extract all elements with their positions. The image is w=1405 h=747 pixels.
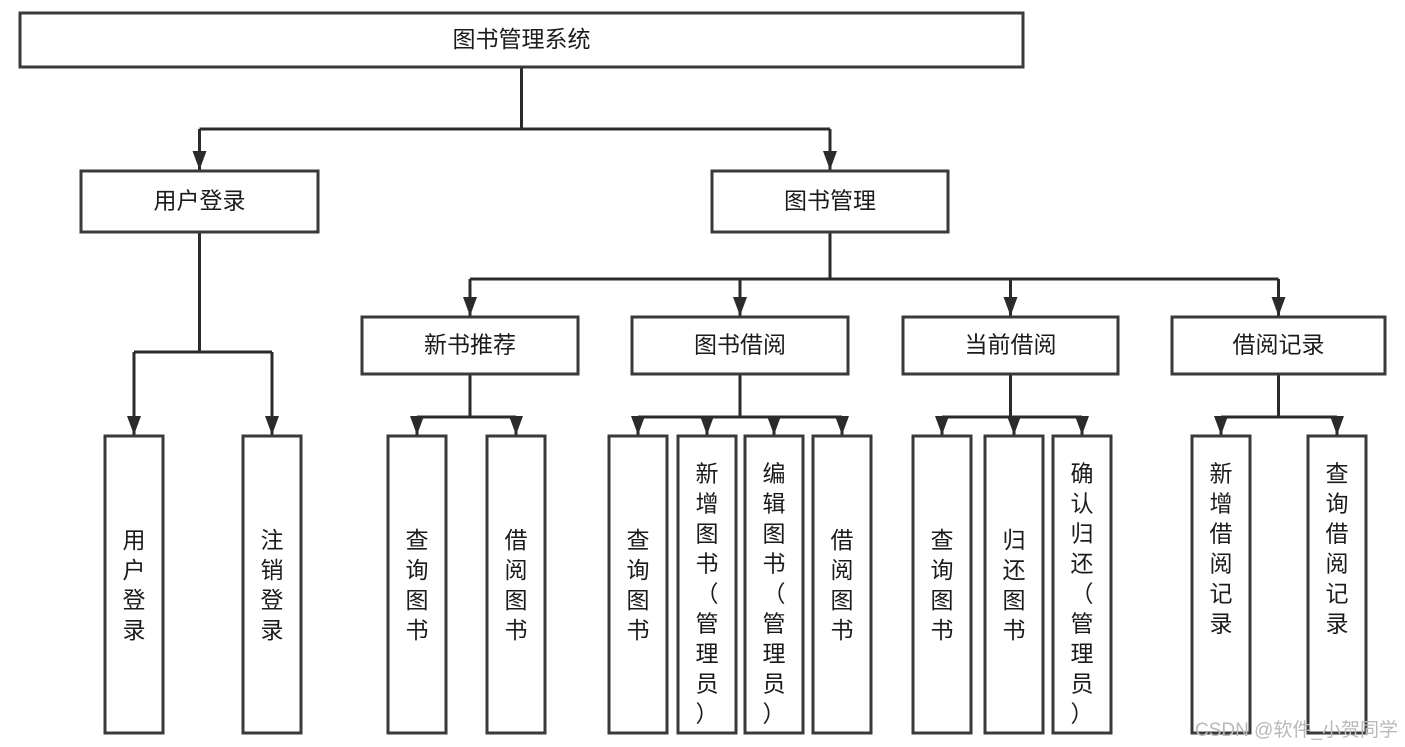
node-box[interactable] <box>1051 434 1113 735</box>
node-label: 用户登录 <box>123 527 146 643</box>
node-label: 确认归还（管理员） <box>1071 460 1094 726</box>
node-leaf-logout[interactable]: 注销登录 <box>241 434 303 735</box>
connector-group <box>127 232 279 435</box>
arrow-head-icon <box>767 416 781 435</box>
arrow-head-icon <box>463 297 477 316</box>
arrow-head-icon <box>733 297 747 316</box>
arrow-head-icon <box>1003 297 1018 316</box>
node-book-management[interactable]: 图书管理 <box>710 169 950 234</box>
node-box[interactable] <box>911 434 973 735</box>
arrow-head-icon <box>509 416 523 435</box>
node-label: 借阅图书 <box>505 527 528 643</box>
node-box[interactable] <box>79 169 320 234</box>
node-label: 查询图书 <box>931 527 954 643</box>
connector-group <box>935 374 1089 435</box>
node-label: 图书借阅 <box>694 332 786 358</box>
node-label: 新增借阅记录 <box>1210 460 1233 636</box>
arrow-head-icon <box>1075 416 1089 435</box>
node-leaf-add-record[interactable]: 新增借阅记录 <box>1190 434 1252 735</box>
node-leaf-borrow-book-2[interactable]: 借阅图书 <box>811 434 873 735</box>
node-leaf-query-book-1[interactable]: 查询图书 <box>386 434 448 735</box>
connector-group <box>631 374 849 435</box>
node-leaf-edit-book[interactable]: 编辑图书（管理员） <box>743 434 805 735</box>
node-leaf-user-login[interactable]: 用户登录 <box>103 434 165 735</box>
node-box[interactable] <box>811 434 873 735</box>
node-label: 归还图书 <box>1003 527 1026 643</box>
node-label: 新书推荐 <box>424 332 516 358</box>
arrow-head-icon <box>935 416 949 435</box>
arrow-head-icon <box>1271 297 1286 316</box>
node-label: 新增图书（管理员） <box>696 460 719 726</box>
node-box[interactable] <box>983 434 1045 735</box>
node-box[interactable] <box>1306 434 1368 735</box>
node-box[interactable] <box>607 434 669 735</box>
node-box[interactable] <box>630 315 850 376</box>
node-box[interactable] <box>710 169 950 234</box>
node-box[interactable] <box>485 434 547 735</box>
node-root[interactable]: 图书管理系统 <box>18 11 1025 69</box>
arrow-head-icon <box>1007 416 1021 435</box>
node-label: 图书管理系统 <box>453 26 591 52</box>
node-leaf-query-record[interactable]: 查询借阅记录 <box>1306 434 1368 735</box>
node-box[interactable] <box>901 315 1120 376</box>
arrow-head-icon <box>700 416 714 435</box>
connector-group <box>192 67 837 170</box>
arrow-head-icon <box>1330 416 1344 435</box>
node-current-borrow[interactable]: 当前借阅 <box>901 315 1120 376</box>
connector-group <box>410 374 523 435</box>
node-box[interactable] <box>1190 434 1252 735</box>
node-label: 用户登录 <box>154 188 246 214</box>
arrow-head-icon <box>1214 416 1228 435</box>
arrow-head-icon <box>823 151 837 170</box>
node-book-borrow[interactable]: 图书借阅 <box>630 315 850 376</box>
node-box[interactable] <box>1170 315 1387 376</box>
node-leaf-confirm-return[interactable]: 确认归还（管理员） <box>1051 434 1113 735</box>
arrow-head-icon <box>410 416 424 435</box>
arrow-head-icon <box>835 416 849 435</box>
node-label: 编辑图书（管理员） <box>763 460 786 726</box>
node-label: 注销登录 <box>261 527 284 643</box>
node-box[interactable] <box>386 434 448 735</box>
node-box[interactable] <box>18 11 1025 69</box>
node-box[interactable] <box>360 315 580 376</box>
node-leaf-borrow-book-1[interactable]: 借阅图书 <box>485 434 547 735</box>
node-label: 借阅记录 <box>1233 332 1325 358</box>
node-box[interactable] <box>676 434 738 735</box>
connector-group <box>1214 374 1344 435</box>
node-leaf-add-book[interactable]: 新增图书（管理员） <box>676 434 738 735</box>
node-box[interactable] <box>103 434 165 735</box>
edge-layer <box>127 67 1344 435</box>
node-label: 查询图书 <box>627 527 650 643</box>
node-box[interactable] <box>241 434 303 735</box>
node-label: 当前借阅 <box>965 332 1057 358</box>
node-new-book-recommend[interactable]: 新书推荐 <box>360 315 580 376</box>
watermark-label: CSDN @软件_小贺同学 <box>1195 719 1398 741</box>
arrow-head-icon <box>127 416 141 435</box>
node-borrow-record[interactable]: 借阅记录 <box>1170 315 1387 376</box>
arrow-head-icon <box>192 151 207 170</box>
node-label: 图书管理 <box>784 188 876 214</box>
node-user-login[interactable]: 用户登录 <box>79 169 320 234</box>
node-leaf-return-book[interactable]: 归还图书 <box>983 434 1045 735</box>
node-leaf-query-book-2[interactable]: 查询图书 <box>607 434 669 735</box>
node-label: 查询图书 <box>406 527 429 643</box>
node-box[interactable] <box>743 434 805 735</box>
node-label: 借阅图书 <box>831 527 854 643</box>
arrow-head-icon <box>265 416 279 435</box>
node-layer: 图书管理系统用户登录图书管理新书推荐图书借阅当前借阅借阅记录用户登录注销登录查询… <box>18 11 1387 735</box>
connector-group <box>463 232 1286 316</box>
node-leaf-query-book-3[interactable]: 查询图书 <box>911 434 973 735</box>
node-label: 查询借阅记录 <box>1326 460 1349 636</box>
arrow-head-icon <box>631 416 645 435</box>
